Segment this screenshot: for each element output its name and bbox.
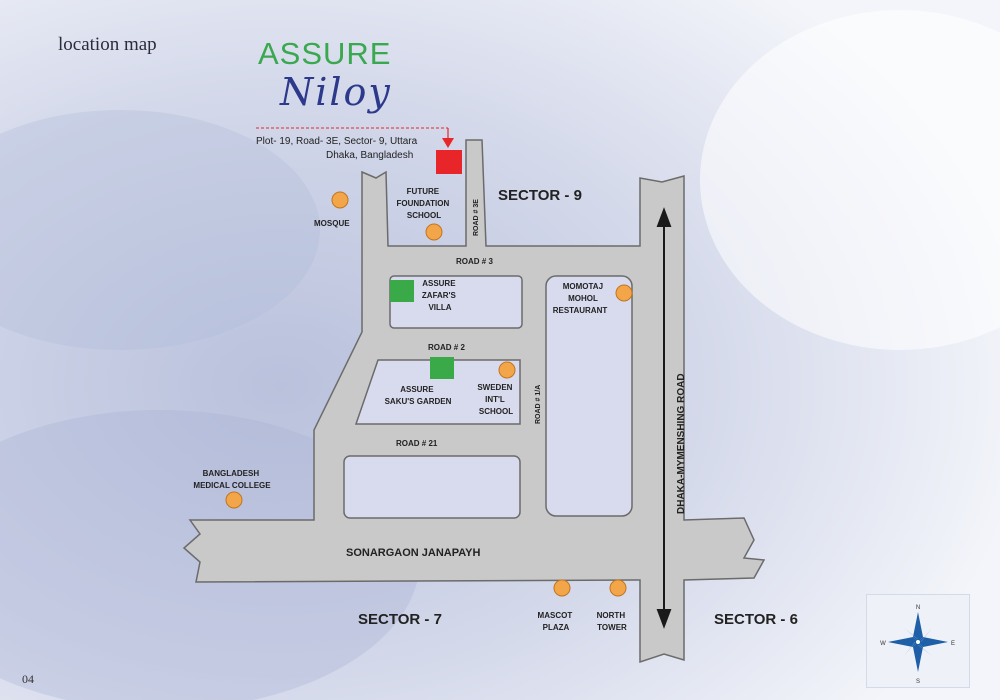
future-school-marker[interactable] bbox=[425, 223, 443, 241]
block-saku bbox=[354, 359, 521, 425]
page-title: location map bbox=[58, 34, 157, 55]
road-2-label: ROAD # 2 bbox=[428, 343, 465, 352]
momotaj-marker[interactable] bbox=[615, 284, 633, 302]
compass-s-label: S bbox=[916, 679, 920, 685]
north-tower-marker[interactable] bbox=[609, 579, 627, 597]
future-school-label: FUTURE FOUNDATION SCHOOL bbox=[397, 187, 452, 220]
bmc-label: BANGLADESH MEDICAL COLLEGE bbox=[193, 469, 271, 490]
zafar-villa-label: ASSURE ZAFAR'S VILLA bbox=[422, 279, 458, 312]
compass-w-label: W bbox=[880, 641, 886, 647]
momotaj-label: MOMOTAJ MOHOL RESTAURANT bbox=[553, 282, 608, 315]
sweden-school-marker[interactable] bbox=[498, 361, 516, 379]
north-tower-label: NORTH TOWER bbox=[597, 611, 628, 632]
road-3e-label: ROAD # 3E bbox=[473, 199, 480, 236]
compass-panel: N S E W bbox=[866, 594, 970, 688]
block-momotaj bbox=[545, 275, 633, 517]
mascot-plaza-marker[interactable] bbox=[553, 579, 571, 597]
brand-name-line2: Niloy bbox=[280, 70, 392, 114]
page-number: 04 bbox=[22, 672, 34, 686]
site-marker[interactable] bbox=[436, 150, 462, 174]
mascot-plaza-label: MASCOT PLAZA bbox=[538, 611, 575, 632]
saku-garden-label: ASSURE SAKU'S GARDEN bbox=[385, 385, 452, 406]
sector-9-label: SECTOR - 9 bbox=[498, 187, 582, 204]
sweden-school-label: SWEDEN INT'L SCHOOL bbox=[477, 383, 514, 416]
sonargaon-road-label: SONARGAON JANAPAYH bbox=[346, 547, 481, 559]
two-way-arrow-icon bbox=[656, 207, 672, 629]
road-21-label: ROAD # 21 bbox=[396, 439, 438, 448]
compass-e-label: E bbox=[951, 641, 955, 647]
road-1a-label: ROAD # 1/A bbox=[535, 385, 542, 424]
zafar-villa-marker[interactable] bbox=[390, 280, 414, 302]
address-line1: Plot- 19, Road- 3E, Sector- 9, Uttara bbox=[256, 136, 418, 147]
address-arrow-icon bbox=[442, 138, 454, 148]
sector-6-label: SECTOR - 6 bbox=[714, 611, 798, 628]
road-3-label: ROAD # 3 bbox=[456, 257, 493, 266]
address-line2: Dhaka, Bangladesh bbox=[326, 150, 414, 161]
mosque-marker[interactable] bbox=[331, 191, 349, 209]
saku-garden-marker[interactable] bbox=[430, 357, 454, 379]
block-road21 bbox=[343, 455, 521, 519]
dhaka-mymensing-road-label: DHAKA-MYMENSHING ROAD bbox=[676, 373, 687, 514]
compass-n-label: N bbox=[916, 605, 920, 611]
compass-rose-icon: N S E W bbox=[880, 605, 955, 685]
brand-name-line1: ASSURE bbox=[258, 36, 392, 71]
sector-7-label: SECTOR - 7 bbox=[358, 611, 442, 628]
city-blocks bbox=[343, 275, 633, 519]
mosque-label: MOSQUE bbox=[314, 219, 350, 228]
bmc-marker[interactable] bbox=[225, 491, 243, 509]
